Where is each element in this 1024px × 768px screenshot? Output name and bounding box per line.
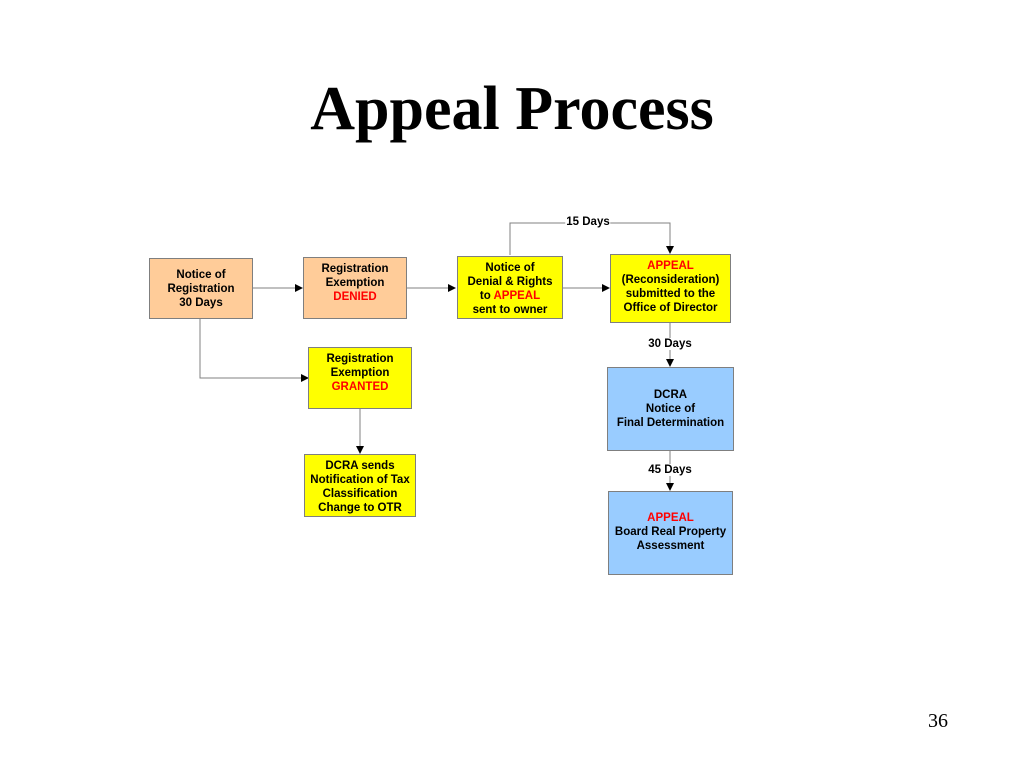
box-text: Notice of [176, 268, 226, 281]
box-text: DCRA [653, 389, 688, 401]
box-text: submitted to the [625, 288, 716, 300]
box-text: Classification [322, 488, 398, 500]
appeal-highlight: APPEAL [493, 290, 541, 302]
box-text: Notice of [645, 403, 696, 415]
page-number: 36 [928, 710, 948, 732]
box-text: Office of Director [623, 302, 718, 314]
box-exemption-denied: Registration Exemption DENIED [303, 257, 407, 319]
box-text: DCRA sends [325, 460, 395, 472]
label-15-days: 15 Days [565, 216, 611, 228]
box-text: Exemption [325, 277, 385, 289]
box-text-line: to APPEAL [480, 289, 540, 303]
box-notice-of-registration: Notice of Registration 30 Days [149, 258, 253, 319]
page-title: Appeal Process [310, 75, 714, 143]
box-text: to [479, 290, 494, 302]
box-text: (Reconsideration) [621, 274, 720, 286]
box-text: Notification of Tax [310, 474, 410, 486]
box-text: Final Determination [616, 417, 725, 429]
box-appeal-reconsideration: APPEAL (Reconsideration) submitted to th… [610, 254, 731, 323]
box-text: sent to owner [472, 304, 548, 316]
box-text: Assessment [636, 540, 705, 552]
box-dcra-sends-notification: DCRA sends Notification of Tax Classific… [304, 454, 416, 517]
box-text: Registration [321, 263, 389, 275]
box-text: Board Real Property [614, 526, 727, 538]
box-text: Registration [326, 353, 394, 365]
box-notice-of-denial: Notice of Denial & Rights to APPEAL sent… [457, 256, 563, 319]
status-granted: GRANTED [331, 381, 389, 393]
label-45-days: 45 Days [647, 464, 693, 476]
box-text: Change to OTR [318, 502, 402, 514]
box-text: Registration [167, 282, 235, 295]
box-dcra-final-determination: DCRA Notice of Final Determination [607, 367, 734, 451]
appeal-highlight: APPEAL [647, 260, 694, 272]
box-text: Denial & Rights [467, 276, 553, 288]
appeal-highlight: APPEAL [647, 512, 694, 524]
box-text: Notice of [485, 262, 535, 274]
box-text: 30 Days [179, 296, 223, 309]
box-appeal-board: APPEAL Board Real Property Assessment [608, 491, 733, 575]
box-text: Exemption [330, 367, 390, 379]
connector-registration-to-granted [199, 318, 309, 382]
label-30-days: 30 Days [647, 338, 693, 350]
status-denied: DENIED [333, 291, 377, 303]
box-exemption-granted: Registration Exemption GRANTED [308, 347, 412, 409]
